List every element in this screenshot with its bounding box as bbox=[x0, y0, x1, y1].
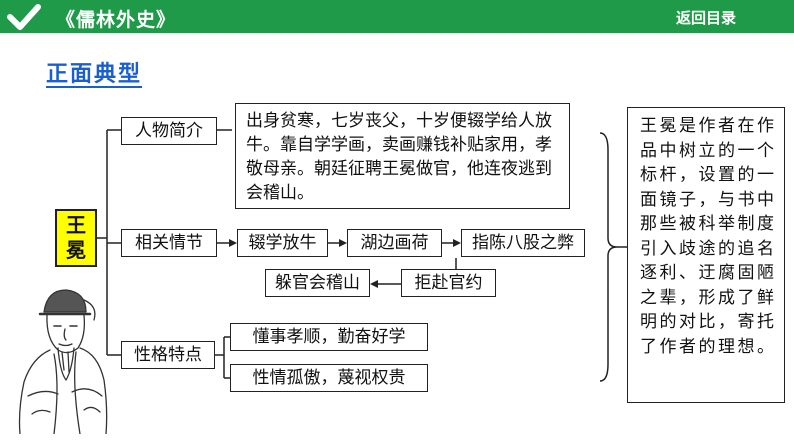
summary-text-box: 王冕是作者在作品中树立的一个标杆，设置的一面镜子，与书中那些被科举制度引入歧途的… bbox=[627, 107, 785, 403]
plot-step-5: 躲官会稽山 bbox=[265, 269, 370, 297]
intro-text-box: 出身贫寒，七岁丧父，十岁便辍学给人放牛。靠自学学画，卖画赚钱补贴家用，孝敬母亲。… bbox=[235, 103, 570, 209]
root-node-wang-mian: 王冕 bbox=[55, 209, 97, 267]
trait-item-2: 性情孤傲，蔑视权贵 bbox=[230, 364, 428, 392]
checkmark-icon bbox=[7, 4, 41, 30]
wang-mian-portrait bbox=[18, 289, 108, 434]
branch-label-plot: 相关情节 bbox=[121, 229, 217, 257]
branch-label-intro: 人物简介 bbox=[121, 117, 217, 145]
header-bar: 《儒林外史》 返回目录 bbox=[0, 0, 794, 33]
plot-step-3: 指陈八股之弊 bbox=[461, 229, 585, 257]
plot-step-2: 湖边画荷 bbox=[347, 229, 442, 257]
lesson-title: 《儒林外史》 bbox=[56, 9, 177, 31]
back-to-contents-button[interactable]: 返回目录 bbox=[676, 9, 737, 27]
trait-item-1: 懂事孝顺，勤奋好学 bbox=[230, 323, 428, 351]
plot-step-4: 拒赴官约 bbox=[401, 269, 496, 297]
section-title: 正面典型 bbox=[46, 62, 143, 87]
plot-step-1: 辍学放牛 bbox=[237, 229, 328, 257]
branch-label-traits: 性格特点 bbox=[121, 341, 215, 369]
